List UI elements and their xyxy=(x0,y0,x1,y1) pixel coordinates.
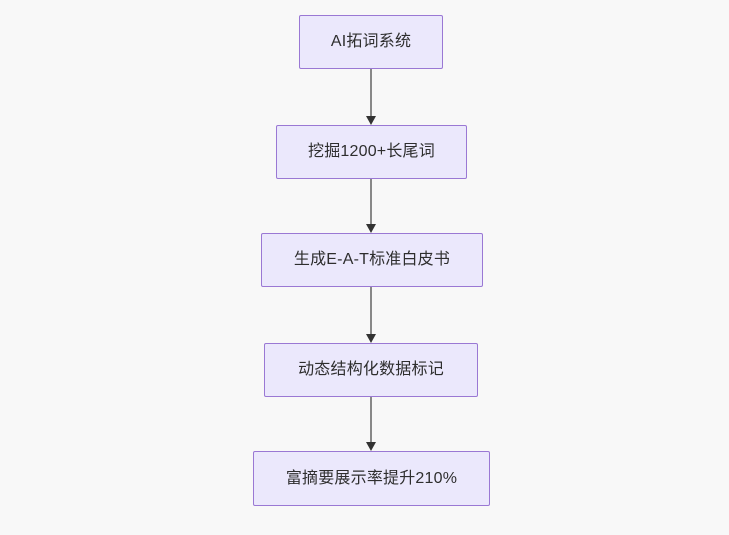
flowchart-node-label: 生成E-A-T标准白皮书 xyxy=(293,251,451,268)
flowchart-node-n3[interactable]: 生成E-A-T标准白皮书 xyxy=(261,233,483,287)
arrow-down-icon xyxy=(366,116,376,125)
flowchart-node-n2[interactable]: 挖掘1200+长尾词 xyxy=(276,125,467,179)
flowchart-node-n5[interactable]: 富摘要展示率提升210% xyxy=(253,451,490,506)
flowchart-edge-n1-n2 xyxy=(370,69,372,117)
flowchart-edge-n3-n4 xyxy=(370,287,372,335)
flowchart-node-label: AI拓词系统 xyxy=(330,33,412,50)
flowchart-node-n4[interactable]: 动态结构化数据标记 xyxy=(264,343,478,397)
flowchart-edge-n4-n5 xyxy=(370,397,372,443)
flowchart-node-label: 富摘要展示率提升210% xyxy=(285,469,458,487)
arrow-down-icon xyxy=(366,442,376,451)
flowchart-node-label: 动态结构化数据标记 xyxy=(298,361,444,378)
flowchart-node-n1[interactable]: AI拓词系统 xyxy=(299,15,443,69)
flowchart-node-label: 挖掘1200+长尾词 xyxy=(308,143,435,160)
arrow-down-icon xyxy=(366,334,376,343)
arrow-down-icon xyxy=(366,224,376,233)
flowchart-edge-n2-n3 xyxy=(370,179,372,225)
